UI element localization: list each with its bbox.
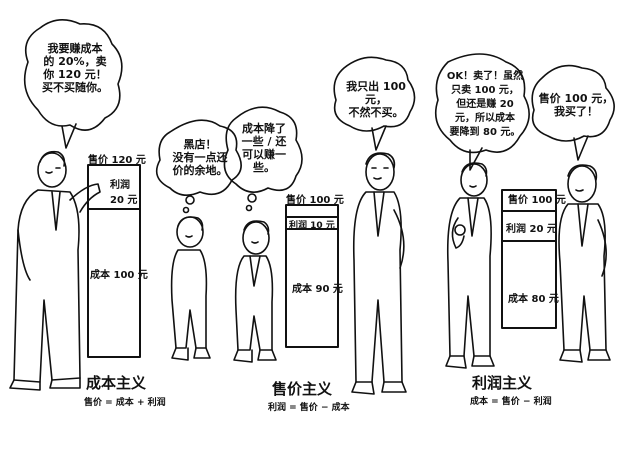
speech-line: 只卖 100 元，: [451, 85, 519, 96]
speech-line: 我买了！: [554, 105, 598, 118]
panel-title-profit-principle: 利润主义: [472, 374, 533, 392]
price-box-cost-principle: [87, 164, 141, 358]
speech-text-seller-1: 我要赚成本 的 20%，卖 你 120 元！ 买不买随你。: [34, 42, 116, 94]
speech-line: 但还是赚 20: [456, 99, 514, 110]
speech-line: 的 20%，卖: [43, 55, 107, 68]
thought-bubble-buyer-1: [155, 119, 242, 196]
seller-figure-3: [445, 162, 495, 369]
panel-formula-cost-principle: 售价 = 成本 + 利润: [84, 398, 166, 408]
thought-bubble-seller-2: [223, 106, 303, 193]
thought-line: 没有一点还: [172, 151, 228, 164]
thought-line: 价的余地。: [172, 164, 228, 177]
speech-line: 元，所以成本: [455, 113, 515, 124]
speech-bubble-buyer-2: [333, 56, 416, 132]
seller-figure-1: [9, 150, 101, 391]
speech-line: 你 120 元！: [43, 68, 107, 81]
panel-formula-profit-principle: 成本 = 售价 − 利润: [470, 397, 552, 407]
speech-bubble-seller-3: [434, 53, 530, 154]
box-cost-label: 成本 100 元: [90, 270, 148, 281]
box-price-label: 售价 100 元: [286, 195, 344, 206]
box-cost-label: 成本 90 元: [292, 284, 343, 295]
thought-text-buyer-1: 黑店！ 没有一点还 价的余地。: [162, 138, 238, 177]
price-box-profit-principle: [501, 189, 557, 329]
thought-line: 可以赚一: [242, 148, 286, 161]
speech-bubble-tail: [61, 123, 77, 149]
buyer-figure-3: [558, 164, 611, 363]
buyer-figure-1: [170, 216, 211, 361]
panel-title-cost-principle: 成本主义: [86, 374, 147, 392]
buyer-figure-2: [351, 152, 407, 395]
thought-text-seller-2: 成本降了 一些 / 还 可以赚一 些。: [228, 122, 300, 174]
speech-line: 我要赚成本: [47, 42, 103, 55]
speech-line: 要降到 80 元。: [449, 127, 521, 138]
seller-figure-2: [233, 220, 277, 363]
speech-bubble-seller-1: [23, 19, 123, 131]
box-profit-label: 利润 10 元: [289, 221, 335, 231]
box-cost-label: 成本 80 元: [508, 294, 559, 305]
speech-line: OK！卖了！虽然: [446, 71, 524, 82]
box-price-label: 售价 120 元: [88, 155, 146, 166]
speech-text-buyer-2: 我只出 100 元， 不然不买。: [338, 80, 414, 119]
speech-bubble-buyer-3: [531, 64, 615, 142]
thought-line: 一些 / 还: [241, 135, 287, 148]
speech-text-seller-3: OK！卖了！虽然 只卖 100 元， 但还是赚 20 元，所以成本 要降到 80…: [440, 70, 530, 140]
box-price-label: 售价 100 元: [508, 195, 566, 206]
thought-line: 黑店！: [183, 138, 217, 151]
panel-formula-price-principle: 利润 = 售价 − 成本: [268, 403, 350, 413]
thought-line: 些。: [253, 161, 275, 174]
speech-line: 不然不买。: [348, 106, 404, 119]
speech-text-buyer-3: 售价 100 元， 我买了！: [538, 92, 614, 118]
speech-line: 买不买随你。: [42, 81, 108, 94]
box-profit-label: 利润: [110, 180, 130, 191]
speech-line: 售价 100 元，: [538, 92, 614, 105]
panel-title-price-principle: 售价主义: [272, 380, 333, 398]
price-box-price-principle: [285, 204, 339, 348]
box-profit-label: 利润 20 元: [506, 224, 557, 235]
speech-line: 我只出 100 元，: [346, 80, 406, 106]
thought-line: 成本降了: [242, 122, 286, 135]
box-profit-value: 20 元: [110, 195, 138, 206]
